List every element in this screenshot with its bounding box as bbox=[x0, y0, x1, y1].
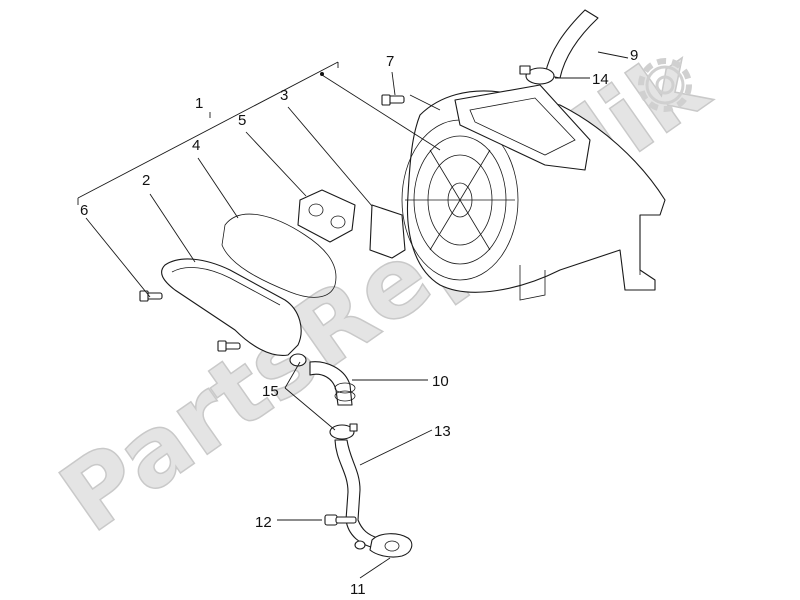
filter-element-5 bbox=[297, 189, 356, 243]
callout-1: 1 bbox=[195, 95, 203, 112]
callout-5: 5 bbox=[238, 112, 246, 129]
seal-4 bbox=[221, 213, 337, 298]
screw-12 bbox=[324, 514, 366, 550]
clamp-14 bbox=[519, 65, 555, 85]
callout-13: 13 bbox=[434, 423, 451, 440]
callout-12: 12 bbox=[255, 514, 272, 531]
callout-6: 6 bbox=[80, 202, 88, 219]
callout-9: 9 bbox=[630, 47, 638, 64]
callout-15: 15 bbox=[262, 383, 279, 400]
callout-11: 11 bbox=[350, 581, 366, 598]
gasket-11 bbox=[369, 533, 413, 558]
leader-lines bbox=[77, 51, 629, 579]
screw-7 bbox=[381, 94, 405, 106]
clamp-15 bbox=[289, 353, 358, 440]
pipe-13 bbox=[334, 439, 379, 549]
callout-4: 4 bbox=[192, 137, 200, 154]
hose-9 bbox=[544, 9, 599, 79]
callout-14: 14 bbox=[592, 71, 609, 88]
gasket-3 bbox=[369, 204, 406, 259]
gear-icon bbox=[638, 58, 692, 112]
fan-cover-housing bbox=[401, 84, 666, 301]
callout-3: 3 bbox=[280, 87, 288, 104]
callout-10: 10 bbox=[432, 373, 449, 390]
callout-labels: 1 2 3 4 5 6 7 9 10 11 12 13 14 15 bbox=[80, 47, 638, 598]
elbow-hose-10 bbox=[309, 361, 356, 406]
cover-2 bbox=[161, 258, 302, 356]
callout-7: 7 bbox=[386, 53, 394, 70]
callout-2: 2 bbox=[142, 172, 150, 189]
screw-6 bbox=[139, 290, 241, 352]
